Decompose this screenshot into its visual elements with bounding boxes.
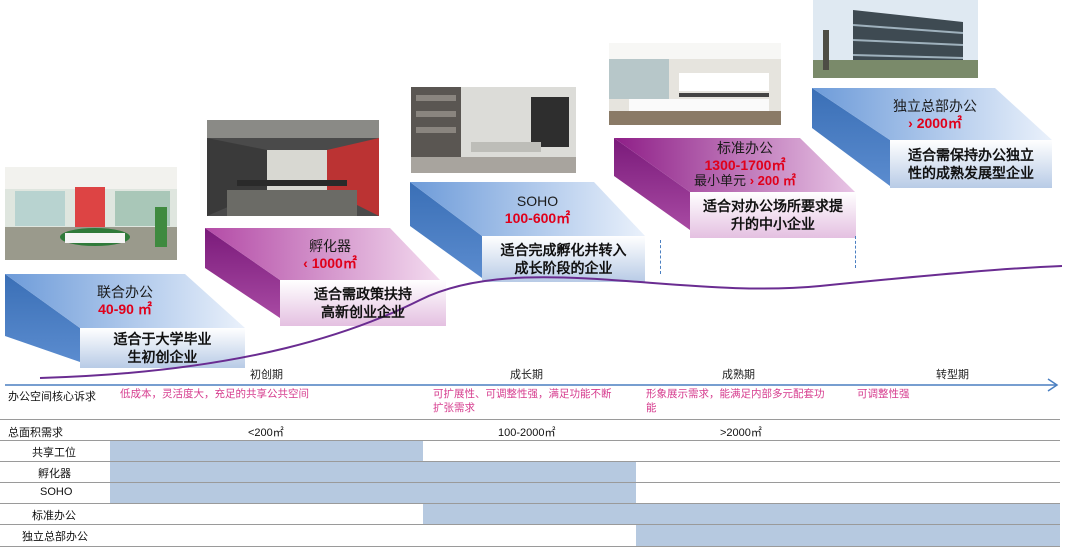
tier4-min-label: 最小单元	[694, 173, 747, 189]
office-photo-coworking	[5, 167, 177, 260]
tier1-desc-line1: 适合于大学毕业	[113, 330, 212, 347]
tier3-size: 100-600㎡	[504, 210, 571, 226]
table-line-5	[0, 503, 1060, 504]
tier2-header: 孵化器 ‹ 1000㎡	[270, 230, 390, 280]
tier5-desc-bg	[890, 140, 1052, 188]
type-label-standard: 标准办公	[32, 510, 76, 522]
office-photo-headquarters	[813, 0, 978, 78]
tier1-name: 联合办公	[97, 284, 153, 301]
tier5-name: 独立总部办公	[893, 98, 977, 115]
tier1-size: 40-90 ㎡	[98, 301, 152, 317]
core-demand-label: 办公空间核心诉求	[8, 391, 96, 403]
table-line-7	[0, 546, 1060, 547]
table-line-3	[0, 461, 1060, 462]
tier3-name: SOHO	[516, 193, 559, 210]
tier4-header: 标准办公 1300-1700㎡ 最小单元 › 200 ㎡	[675, 137, 815, 192]
table-line-1	[0, 419, 1060, 420]
tier3-desc-line1: 适合完成孵化并转入	[500, 241, 627, 258]
area-mature: >2000㎡	[720, 427, 762, 439]
table-line-6	[0, 524, 1060, 525]
tier1-side	[5, 274, 80, 362]
tier1-top	[5, 274, 245, 328]
tier4-min-value: › 200 ㎡	[749, 173, 796, 189]
tier3-header: SOHO 100-600㎡	[475, 184, 600, 236]
core-demand-startup: 低成本，灵活度大，充足的共享公共空间	[120, 388, 420, 402]
tier3-desc-line2: 成长阶段的企业	[514, 260, 613, 276]
type-label-hq: 独立总部办公	[22, 531, 88, 543]
core-demand-mature-line2: 能	[646, 401, 657, 414]
office-photo-incubator	[207, 120, 379, 216]
core-demand-mature-line1: 形象展示需求，能满足内部多元配套功	[646, 388, 825, 400]
tier5-side	[812, 88, 890, 186]
tier3-side	[410, 182, 482, 278]
bar-standard	[423, 504, 1060, 524]
tier4-name: 标准办公	[717, 140, 773, 157]
core-demand-transform: 可调整性强	[857, 388, 1007, 402]
tier1-desc: 适合于大学毕业 生初创企业	[80, 328, 245, 368]
core-demand-growth: 可扩展性、可调整性强，满足功能不断 扩张需求	[433, 388, 643, 415]
type-label-incubator: 孵化器	[38, 468, 71, 480]
core-demand-growth-line2: 扩张需求	[433, 401, 475, 414]
tier2-side	[205, 228, 280, 318]
tier4-desc-line2: 升的中小企业	[731, 216, 815, 232]
tier2-desc-line1: 适合需政策扶持	[314, 285, 412, 302]
tier5-desc: 适合需保持办公独立 性的成熟发展型企业	[890, 140, 1052, 188]
tier4-desc: 适合对办公场所要求提 升的中小企业	[690, 192, 856, 238]
tier4-dashed-connector	[855, 236, 856, 268]
core-demand-startup-line1: 低成本，灵活度大，充足的共享公共空间	[120, 388, 309, 400]
table-line-4	[0, 482, 1060, 483]
growth-curve	[39, 265, 1063, 379]
tier4-side	[614, 138, 690, 230]
tier5-header: 独立总部办公 › 2000㎡	[875, 90, 995, 140]
tier4-desc-line1: 适合对办公场所要求提	[703, 197, 843, 214]
area-startup: <200㎡	[248, 427, 284, 439]
tier4-desc-bg	[690, 192, 856, 238]
bar-incubator	[110, 462, 636, 482]
tier2-name: 孵化器	[309, 238, 351, 255]
tier2-desc-line2: 高新创业企业	[321, 304, 405, 320]
bar-shared	[110, 441, 423, 461]
table-line-2	[0, 440, 1060, 441]
tier5-desc-line1: 适合需保持办公独立	[908, 146, 1034, 163]
tier5-top	[812, 88, 1052, 140]
tier3-desc-bg	[482, 236, 645, 282]
tier3-top	[410, 182, 645, 236]
timeline-arrow-icon	[1047, 378, 1059, 392]
tier2-top	[205, 228, 440, 280]
core-demand-growth-line1: 可扩展性、可调整性强，满足功能不断	[433, 388, 612, 400]
bar-hq	[636, 525, 1060, 546]
core-demand-transform-line1: 可调整性强	[857, 388, 910, 400]
tier2-size: ‹ 1000㎡	[303, 255, 357, 271]
tier2-desc: 适合需政策扶持 高新创业企业	[280, 280, 446, 326]
tier5-size: › 2000㎡	[908, 115, 962, 131]
tier3-dashed-connector	[660, 240, 661, 274]
tier4-top	[614, 138, 855, 192]
tier4-size: 1300-1700㎡	[704, 156, 786, 173]
phase-startup: 初创期	[250, 369, 283, 381]
tier4-min-unit: 最小单元 › 200 ㎡	[694, 173, 796, 188]
tier1-header: 联合办公 40-90 ㎡	[70, 274, 180, 328]
tier1-desc-line2: 生初创企业	[127, 349, 198, 365]
tier2-desc-bg	[280, 280, 446, 326]
phase-mature: 成熟期	[722, 369, 755, 381]
bar-soho	[110, 483, 636, 503]
phase-transform: 转型期	[936, 369, 969, 381]
tier3-desc: 适合完成孵化并转入 成长阶段的企业	[482, 236, 645, 282]
type-label-shared: 共享工位	[32, 447, 76, 459]
phase-growth: 成长期	[510, 369, 543, 381]
office-photo-standard	[609, 43, 781, 125]
tier5-desc-line2: 性的成熟发展型企业	[908, 165, 1034, 181]
area-growth: 100-2000㎡	[498, 427, 556, 439]
core-demand-mature: 形象展示需求，能满足内部多元配套功 能	[646, 388, 846, 415]
office-photo-soho	[411, 87, 576, 173]
area-label: 总面积需求	[8, 427, 63, 439]
type-label-soho: SOHO	[40, 486, 73, 498]
